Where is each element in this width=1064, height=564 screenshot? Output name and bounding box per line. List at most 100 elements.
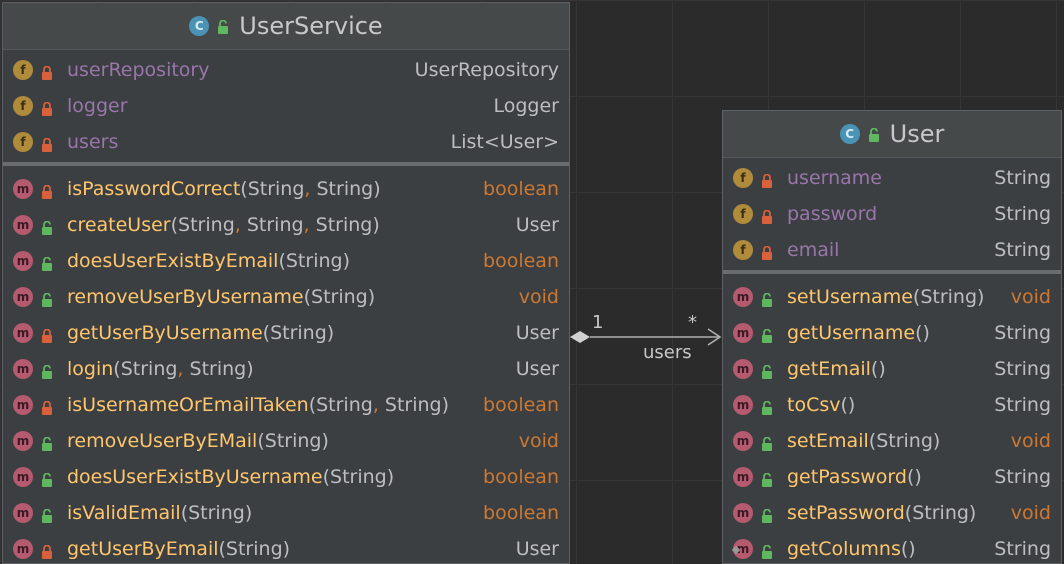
field-icon: f <box>733 168 753 188</box>
association-role-label: users <box>643 342 692 363</box>
method-param: String <box>920 286 978 308</box>
method-name: removeUserByEMail <box>67 430 258 452</box>
class-header[interactable]: C UserService <box>3 3 569 50</box>
method-icon: m <box>733 503 753 523</box>
method-return-type: void <box>1010 286 1051 308</box>
method-return-type: String <box>994 466 1051 488</box>
public-lock-icon <box>41 506 53 523</box>
field-type: String <box>994 203 1051 225</box>
method-return-type: User <box>515 322 559 344</box>
method-name: setUsername <box>787 286 913 308</box>
method-icon: m <box>733 395 753 415</box>
method-name: isValidEmail <box>67 502 181 524</box>
method-return-type: String <box>994 322 1051 344</box>
private-lock-icon <box>41 182 53 199</box>
public-lock-icon <box>41 218 53 235</box>
field-name: email <box>787 239 840 261</box>
method-param: String <box>247 178 305 200</box>
method-return-type: boolean <box>483 178 559 200</box>
method-param: String <box>270 322 327 344</box>
method-signature: getUserByEmail(String) <box>67 538 291 560</box>
field-name: userRepository <box>67 59 210 81</box>
method-name: removeUserByUsername <box>67 286 304 308</box>
method-signature: setPassword(String) <box>787 502 977 524</box>
method-name: toCsv <box>787 394 841 416</box>
public-lock-icon <box>217 19 229 34</box>
method-icon: m <box>13 467 33 487</box>
field-icon: f <box>13 96 33 116</box>
class-title: UserService <box>239 12 383 40</box>
method-icon: m <box>13 359 33 379</box>
private-lock-icon <box>41 99 53 116</box>
class-header[interactable]: C User <box>723 111 1061 158</box>
class-title: User <box>889 120 945 148</box>
method-param: String <box>225 538 283 560</box>
private-lock-icon <box>761 207 773 224</box>
method-icon: m <box>13 503 33 523</box>
field-type: UserRepository <box>414 59 559 81</box>
private-lock-icon <box>761 171 773 188</box>
method-icon: m <box>733 287 753 307</box>
private-lock-icon <box>41 326 53 343</box>
method-param: String <box>264 430 322 452</box>
private-lock-icon <box>41 63 53 80</box>
method-icon: m <box>733 467 753 487</box>
method-icon: m <box>733 539 753 559</box>
method-param: String <box>912 502 969 524</box>
method-signature: doesUserExistByUsername(String) <box>67 466 395 488</box>
method-signature: getUserByUsername(String) <box>67 322 335 344</box>
method-return-type: String <box>994 358 1051 380</box>
method-return-type: String <box>994 538 1051 560</box>
method-signature: toCsv() <box>787 394 856 416</box>
public-lock-icon <box>761 470 773 487</box>
composition-diamond-icon <box>570 331 590 343</box>
method-param: String <box>188 502 245 524</box>
method-name: doesUserExistByEmail <box>67 250 279 272</box>
method-name: getColumns <box>787 538 901 560</box>
method-param: String <box>120 358 178 380</box>
method-signature: isPasswordCorrect(String, String) <box>67 178 381 200</box>
method-return-type: User <box>515 214 559 236</box>
method-icon: m <box>13 323 33 343</box>
method-signature: isValidEmail(String) <box>67 502 253 524</box>
method-icon: m <box>13 539 33 559</box>
method-signature: removeUserByUsername(String) <box>67 286 376 308</box>
method-name: createUser <box>67 214 171 236</box>
method-return-type: boolean <box>483 250 559 272</box>
class-box-userservice[interactable]: C UserService f userRepository UserReposit… <box>2 2 570 564</box>
method-icon: m <box>13 431 33 451</box>
method-row[interactable]: m getUserByUsername(String) User <box>3 315 569 351</box>
private-lock-icon <box>41 135 53 152</box>
public-lock-icon <box>41 290 53 307</box>
section-divider <box>723 270 1061 274</box>
method-icon: m <box>733 323 753 343</box>
method-param: String <box>178 214 235 236</box>
